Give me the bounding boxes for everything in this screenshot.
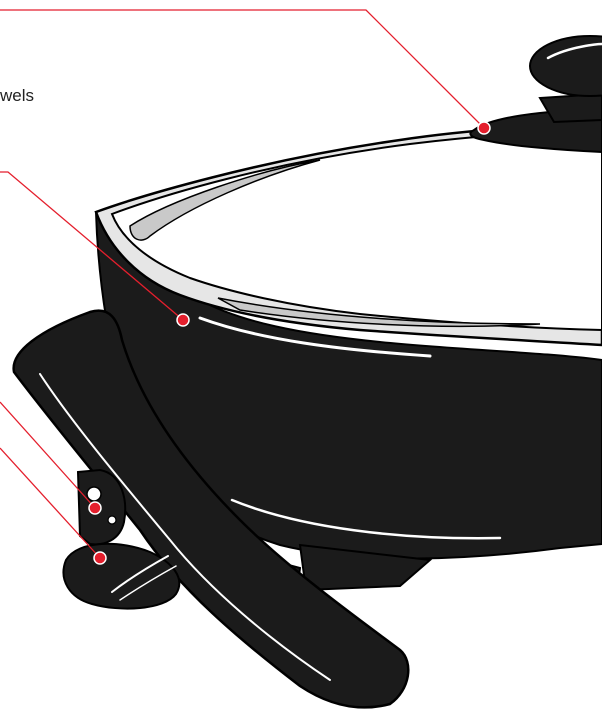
callout-line-lid-vent (0, 10, 484, 128)
callout-dot-temperature-light (89, 502, 101, 514)
callout-dot-lid-vent (478, 122, 490, 134)
callout-dot-temperature-dial (94, 552, 106, 564)
callout-dot-skillet-body (177, 314, 189, 326)
